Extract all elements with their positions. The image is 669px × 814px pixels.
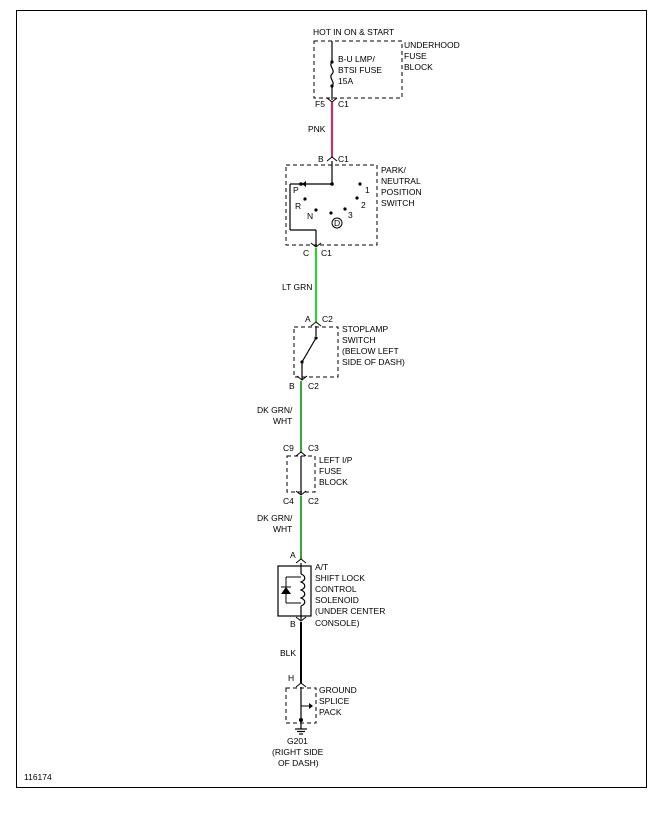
pn-switch-top-pin-left: B (318, 154, 324, 164)
solenoid-bottom-pin: B (290, 619, 296, 629)
pn-pos-1: 1 (365, 185, 370, 195)
stoplamp-top-pin-right: C2 (322, 314, 333, 324)
stoplamp-bottom-pin-right: C2 (308, 381, 319, 391)
connector-chevron-icon (295, 558, 307, 564)
connector-chevron-icon (295, 682, 307, 688)
pn-contact-n (314, 208, 318, 212)
stoplamp-label-4: SIDE OF DASH) (342, 357, 405, 367)
underhood-fuse-block-label-2: FUSE (404, 51, 427, 61)
ip-fuse-label-3: BLOCK (319, 477, 348, 487)
underhood-fuse-block-box (313, 40, 403, 99)
wire-pnk-label: PNK (308, 124, 326, 134)
wire-lt-grn-label: LT GRN (282, 282, 312, 292)
wire-dk-grn-wht-1-label-2: WHT (273, 416, 292, 426)
splice-node (299, 718, 303, 722)
power-source-label: HOT IN ON & START (313, 27, 394, 37)
pn-pos-r: R (295, 201, 301, 211)
pn-pos-p: P (293, 185, 299, 195)
pn-switch-label-1: PARK/ (381, 165, 407, 175)
pn-switch-top-pin-right: C1 (338, 154, 349, 164)
solenoid-label-6: CONSOLE) (315, 618, 360, 628)
splice-top-pin: H (288, 673, 294, 683)
connector-chevron-icon (296, 375, 308, 381)
stoplamp-label-2: SWITCH (342, 335, 376, 345)
solenoid-label-1: A/T (315, 562, 328, 572)
ip-fuse-label-1: LEFT I/P (319, 455, 353, 465)
pn-contact-2 (355, 196, 359, 200)
fuse-label-2: BTSI FUSE (338, 65, 382, 75)
splice-arrow-icon (309, 703, 313, 709)
ground-location-1: (RIGHT SIDE (272, 747, 324, 757)
connector-chevron-icon (295, 490, 307, 496)
wire-blk-label: BLK (280, 648, 296, 658)
pn-pos-n: N (307, 211, 313, 221)
pn-pos-2: 2 (361, 200, 366, 210)
underhood-pin-left: F5 (315, 99, 325, 109)
underhood-fuse-block-label-3: BLOCK (404, 62, 433, 72)
connector-chevron-icon (295, 451, 307, 457)
ip-fuse-label-2: FUSE (319, 466, 342, 476)
stoplamp-bottom-pin-left: B (289, 381, 295, 391)
ground-id: G201 (287, 736, 308, 746)
stoplamp-label-3: (BELOW LEFT (342, 346, 399, 356)
solenoid-label-3: CONTROL (315, 584, 357, 594)
solenoid-label-2: SHIFT LOCK (315, 573, 365, 583)
pn-switch-label-2: NEUTRAL (381, 176, 421, 186)
fuse-label-1: B-U LMP/ (338, 54, 375, 64)
splice-label-2: SPLICE (319, 696, 350, 706)
solenoid-label-5: (UNDER CENTER (315, 606, 385, 616)
stoplamp-label-1: STOPLAMP (342, 324, 388, 334)
splice-label-3: PACK (319, 707, 342, 717)
pn-contact-p (299, 182, 303, 186)
pn-switch-label-4: SWITCH (381, 198, 415, 208)
splice-label-1: GROUND (319, 685, 357, 695)
wire-dk-grn-wht-2-label-2: WHT (273, 524, 292, 534)
pn-switch-bottom-pin-left: C (303, 248, 309, 258)
fuse-icon (330, 61, 334, 87)
solenoid-top-pin: A (290, 550, 296, 560)
connector-chevron-icon (326, 156, 338, 162)
pn-switch-label-3: POSITION (381, 187, 422, 197)
connector-chevron-icon (310, 321, 322, 327)
pn-switch-arrow-icon (302, 181, 306, 187)
pn-drive-circle-icon (331, 217, 343, 229)
solenoid-coil-icon (299, 573, 306, 607)
ip-fuse-bottom-pin-right: C2 (308, 496, 319, 506)
fuse-label-3: 15A (338, 76, 353, 86)
stoplamp-top-pin-left: A (305, 314, 311, 324)
solenoid-label-4: SOLENOID (315, 595, 359, 605)
pn-contact-d (329, 211, 333, 215)
ip-fuse-top-pin-right: C3 (308, 443, 319, 453)
underhood-fuse-block-label-1: UNDERHOOD (404, 40, 460, 50)
pn-contact-3 (343, 207, 347, 211)
stoplamp-switch-blade (301, 337, 317, 363)
diode-icon (281, 587, 291, 594)
ground-location-2: OF DASH) (278, 758, 319, 768)
pn-contact-r (303, 197, 307, 201)
figure-number: 116174 (24, 772, 52, 782)
ip-fuse-bottom-pin-left: C4 (283, 496, 294, 506)
wire-dk-grn-wht-1-label-1: DK GRN/ (257, 405, 293, 415)
pn-pos-d: D (334, 218, 340, 228)
connector-chevron-icon (295, 616, 307, 622)
pn-pos-3: 3 (348, 210, 353, 220)
underhood-pin-right: C1 (338, 99, 349, 109)
solenoid-box (277, 565, 312, 617)
ip-fuse-top-pin-left: C9 (283, 443, 294, 453)
pn-contact-1 (358, 182, 362, 186)
diagram-frame (16, 10, 647, 788)
pn-switch-bottom-pin-right: C1 (321, 248, 332, 258)
connector-chevron-icon (310, 242, 322, 248)
wire-dk-grn-wht-2-label-1: DK GRN/ (257, 513, 293, 523)
